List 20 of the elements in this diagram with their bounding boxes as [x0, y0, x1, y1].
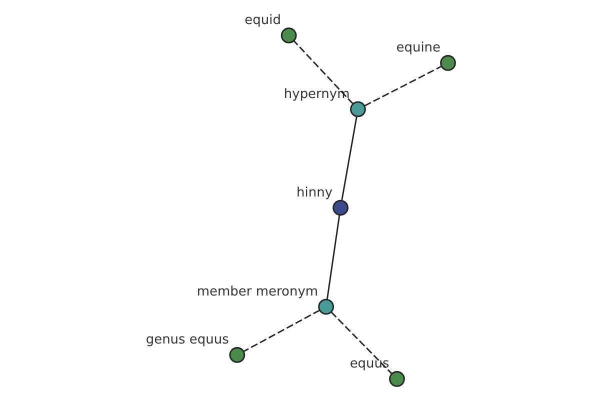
connector	[364, 66, 442, 106]
connector	[326, 215, 340, 300]
connector	[244, 310, 320, 352]
node-circle	[229, 347, 246, 363]
node-label: hypernym	[284, 86, 350, 102]
node-circle	[350, 101, 366, 118]
connector	[330, 311, 392, 374]
node-circle	[389, 371, 405, 387]
node-label: equine	[396, 40, 441, 56]
node-circle	[318, 298, 334, 315]
node-circle	[440, 55, 456, 71]
node-circle	[280, 28, 297, 44]
node-label: hinny	[296, 186, 333, 200]
node-circle	[332, 200, 348, 216]
connector	[341, 116, 358, 200]
node-label: equus	[350, 356, 390, 372]
node-label: genus equus	[146, 332, 229, 348]
connector	[294, 40, 354, 104]
node-label: equid	[244, 13, 281, 28]
node-label: member meronym	[196, 284, 318, 300]
